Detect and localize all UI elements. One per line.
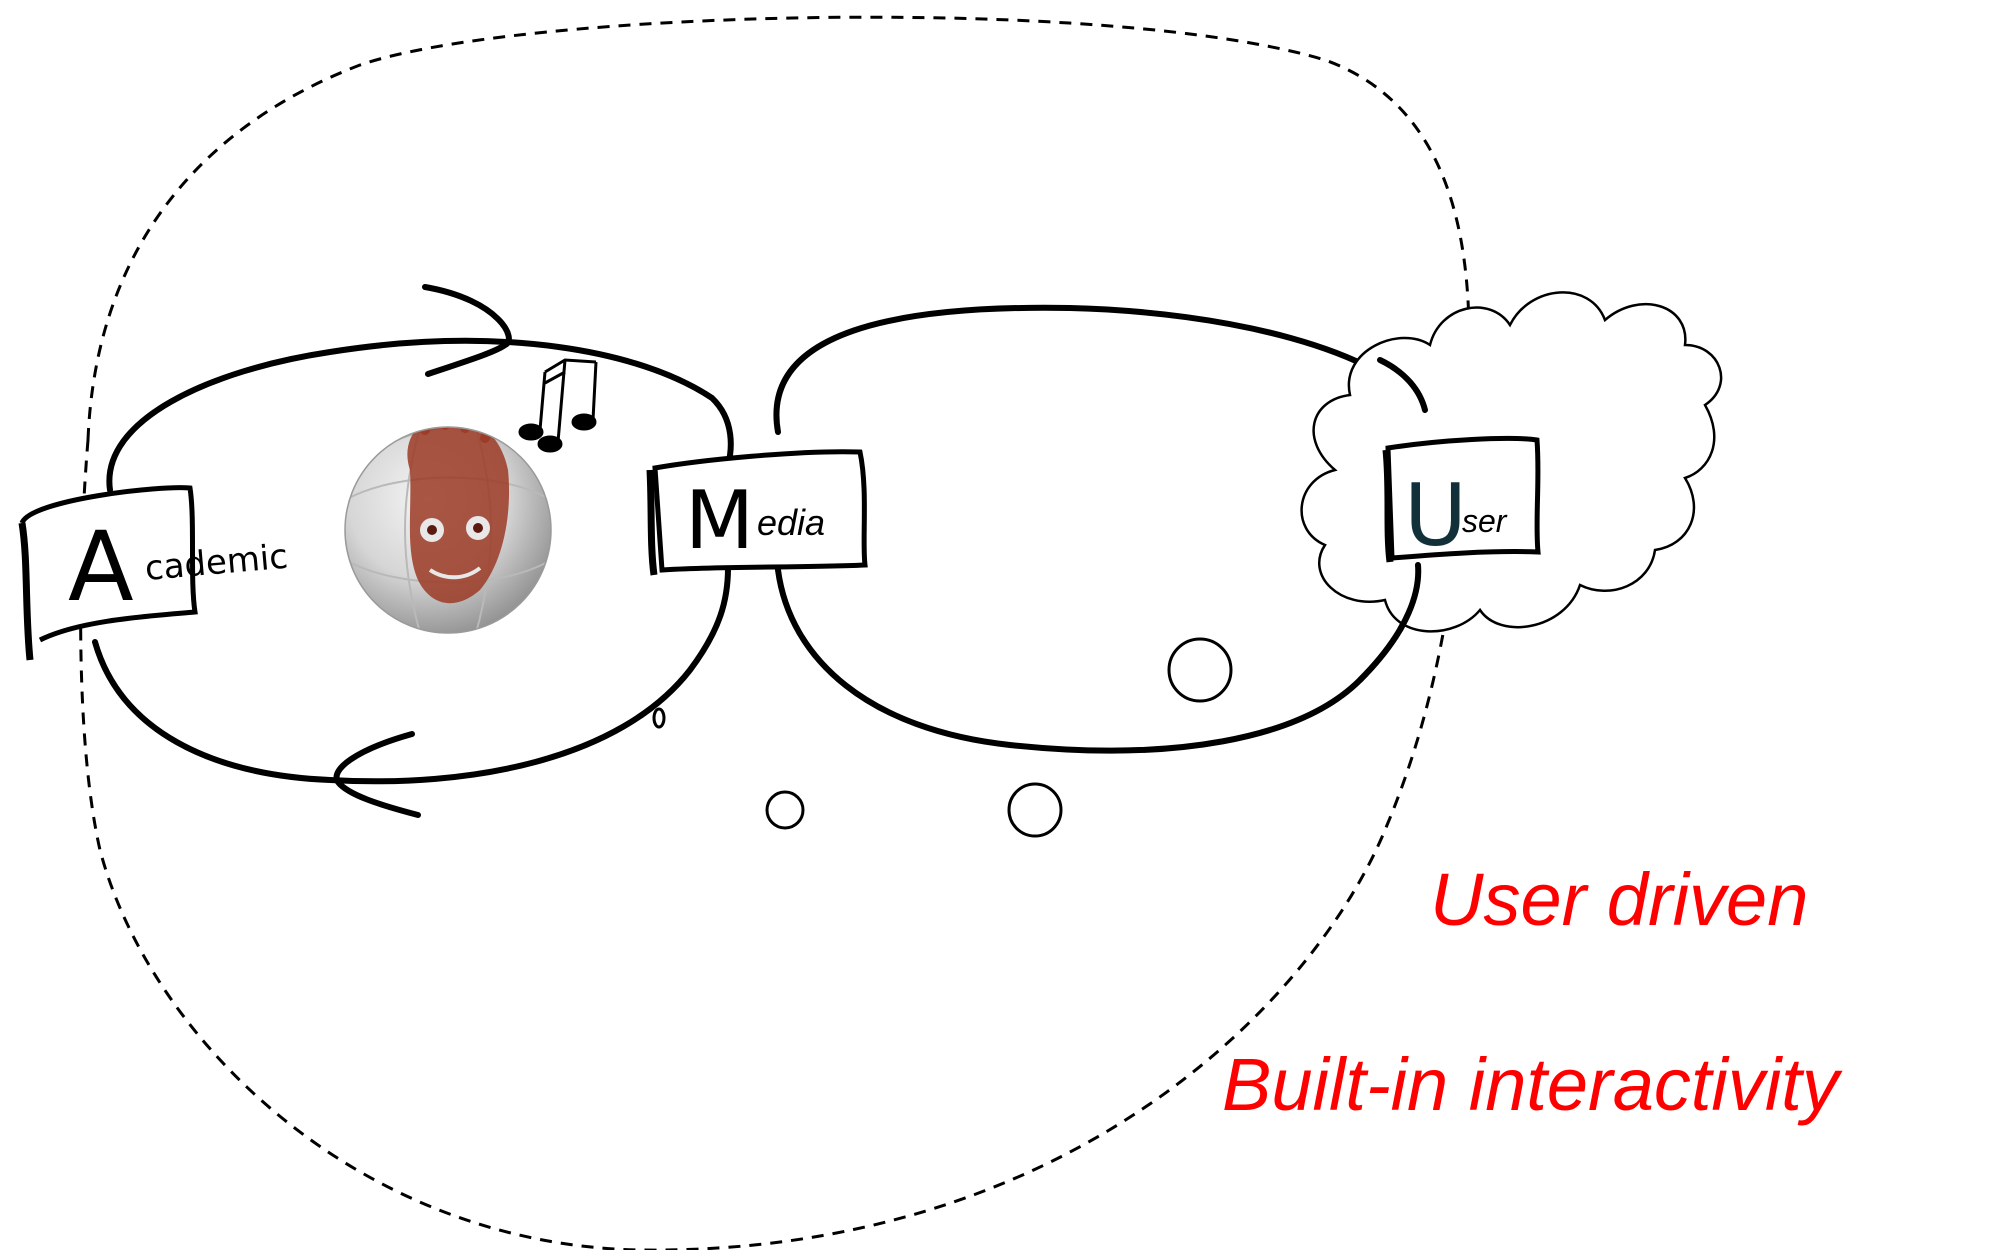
thought-bubble-small [765,790,805,830]
music-notes-icon [518,358,598,453]
caption-user-driven: User driven [1430,858,1808,941]
academic-box: A cademic [18,485,290,661]
thought-bubble-large [1167,637,1233,703]
left-loop-bottom [92,565,731,785]
right-loop-bottom [775,562,1422,754]
arrowhead-forward [422,284,512,377]
right-loop-top-cap [1377,357,1428,413]
user-label-rest: ser [1462,503,1508,539]
media-big-letter: M [685,474,754,567]
media-label-rest: edia [757,502,825,543]
user-box: U ser [1382,435,1541,566]
thought-bubble-tiny [652,707,666,729]
caption-built-in-interactivity: Built-in interactivity [1222,1043,1843,1126]
media-box: M edia [646,449,868,576]
volleyball-face-image [344,426,552,634]
left-loop-top [106,337,734,493]
arrowhead-backward [333,731,421,818]
dashed-boundary [79,15,1471,1250]
academic-big-letter: A [68,511,134,623]
thought-bubble-medium [1007,782,1063,838]
right-loop-top [773,304,1428,435]
user-big-letter: U [1404,466,1467,566]
right-loop-bottom-cap [1357,562,1422,683]
